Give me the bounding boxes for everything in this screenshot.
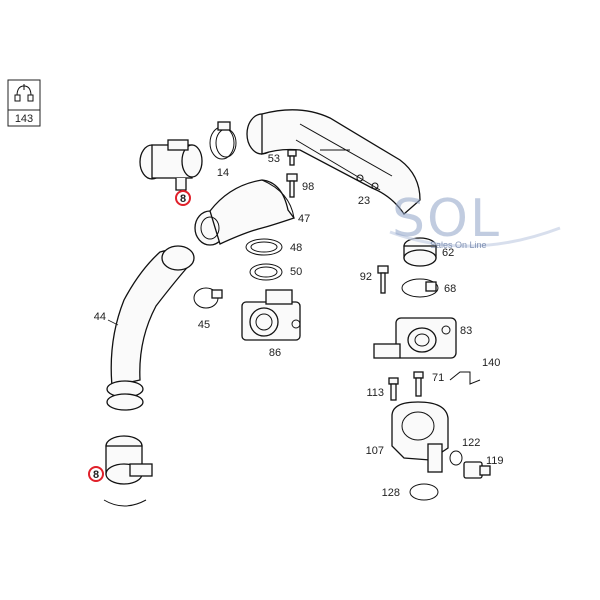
callout-92: 92 (360, 271, 372, 283)
throttle-body-86 (241, 289, 301, 341)
hose-clamp-icon (14, 84, 34, 102)
watermark-tagline: Sales On Line (430, 240, 487, 250)
callout-47: 47 (298, 213, 310, 225)
elbow-connector-47 (194, 179, 296, 246)
callout-45: 45 (198, 319, 210, 331)
callout-8-top: 8 (180, 193, 186, 205)
callout-119: 119 (486, 455, 504, 467)
bolt-71 (413, 371, 424, 397)
hose-clamp-68 (401, 278, 439, 298)
callout-86: 86 (269, 347, 281, 359)
throttle-housing-107 (391, 401, 449, 473)
bolt-113 (388, 377, 399, 401)
seal-ring-128 (409, 483, 439, 501)
actuator-83 (373, 317, 457, 359)
callout-53: 53 (268, 153, 280, 165)
hose-clamp-45 (193, 287, 223, 309)
bolt-98 (286, 173, 298, 198)
air-mass-sensor-bottom (103, 435, 153, 507)
watermark-brand: SOL (392, 189, 501, 249)
hose-clamp-14 (209, 121, 237, 160)
callout-83: 83 (460, 325, 472, 337)
callout-68: 68 (444, 283, 456, 295)
fitting-119 (463, 461, 491, 479)
callout-8-bottom: 8 (93, 469, 99, 481)
callout-113: 113 (366, 387, 384, 399)
callout-107: 107 (366, 445, 384, 457)
callout-14: 14 (217, 167, 229, 179)
callout-48: 48 (290, 242, 302, 254)
intake-duct-23 (246, 109, 421, 215)
bolt-92 (377, 265, 389, 294)
bracket-140 (449, 371, 481, 385)
seal-ring-50 (249, 263, 283, 281)
callout-44: 44 (94, 311, 106, 323)
callout-23: 23 (358, 195, 370, 207)
callout-98: 98 (302, 181, 314, 193)
callout-71: 71 (432, 372, 444, 384)
connector-ring-62 (403, 237, 437, 267)
callout-50: 50 (290, 266, 302, 278)
highlight-ring-8-top (175, 190, 191, 206)
highlight-ring-8-bottom (88, 466, 104, 482)
callout-128: 128 (382, 487, 400, 499)
callout-122: 122 (462, 437, 480, 449)
callout-62: 62 (442, 247, 454, 259)
washer-122 (449, 450, 463, 466)
bolt-53 (287, 149, 297, 166)
watermark-logo: SOL Sales On Line (389, 189, 561, 250)
seal-ring-48 (245, 238, 283, 256)
air-mass-sensor-top (139, 139, 203, 191)
callout-140: 140 (482, 357, 500, 369)
reference-box-number: 143 (15, 113, 33, 125)
reference-box-143: 143 (7, 79, 41, 127)
intake-hose-44 (106, 245, 195, 411)
